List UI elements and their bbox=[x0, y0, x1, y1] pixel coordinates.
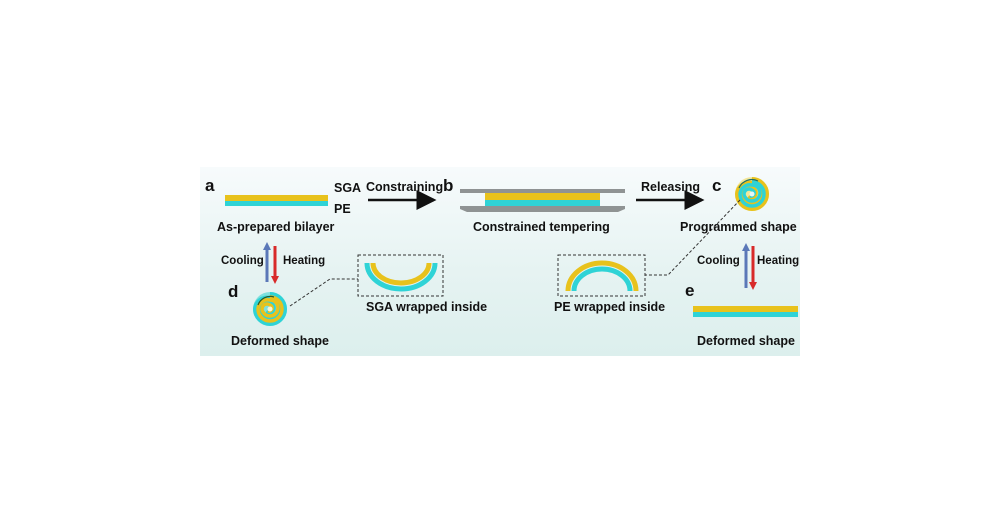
sga-layer-label: SGA bbox=[334, 181, 362, 195]
cycle-arrows-right bbox=[742, 243, 757, 290]
constrained-bilayer bbox=[460, 189, 625, 212]
bilayer-a bbox=[225, 195, 328, 206]
panel-letter-c: c bbox=[712, 176, 722, 195]
sga-layer bbox=[485, 193, 600, 200]
inset-box-pe bbox=[557, 254, 646, 297]
bottom-plate bbox=[460, 206, 625, 212]
cooling-label-left: Cooling bbox=[221, 255, 264, 267]
heating-label-right: Heating bbox=[757, 255, 800, 267]
inset-box-sga bbox=[357, 254, 444, 297]
constraining-label: Constraining bbox=[366, 180, 444, 194]
pe-layer bbox=[225, 201, 328, 206]
caption-e: Deformed shape bbox=[697, 334, 795, 348]
caption-c: Programmed shape bbox=[680, 220, 797, 234]
cooling-label-right: Cooling bbox=[697, 255, 740, 267]
releasing-label: Releasing bbox=[641, 180, 701, 194]
deformed-spiral bbox=[252, 292, 287, 326]
cycle-arrows-left bbox=[263, 242, 279, 284]
pe-layer bbox=[693, 312, 798, 317]
programmed-spiral bbox=[734, 177, 769, 211]
caption-d: Deformed shape bbox=[231, 334, 329, 348]
connector-line-d bbox=[289, 278, 358, 307]
panel-letter-b: b bbox=[443, 176, 454, 195]
sga-layer bbox=[225, 195, 328, 201]
caption-b: Constrained tempering bbox=[473, 220, 610, 234]
pe-layer-label: PE bbox=[334, 202, 351, 216]
arc-sga-inside bbox=[364, 262, 438, 292]
pe-layer bbox=[485, 200, 600, 206]
inset-caption-pe: PE wrapped inside bbox=[554, 300, 666, 314]
panel-letter-d: d bbox=[228, 282, 239, 301]
panel-letter-a: a bbox=[205, 176, 215, 195]
heating-label-left: Heating bbox=[283, 255, 326, 267]
panel-letter-e: e bbox=[685, 281, 695, 300]
arc-pe-inside bbox=[565, 260, 639, 292]
inset-caption-sga: SGA wrapped inside bbox=[366, 300, 488, 314]
top-plate bbox=[460, 189, 625, 193]
caption-a: As-prepared bilayer bbox=[217, 220, 335, 234]
bilayer-e bbox=[693, 306, 798, 317]
sga-layer bbox=[693, 306, 798, 312]
